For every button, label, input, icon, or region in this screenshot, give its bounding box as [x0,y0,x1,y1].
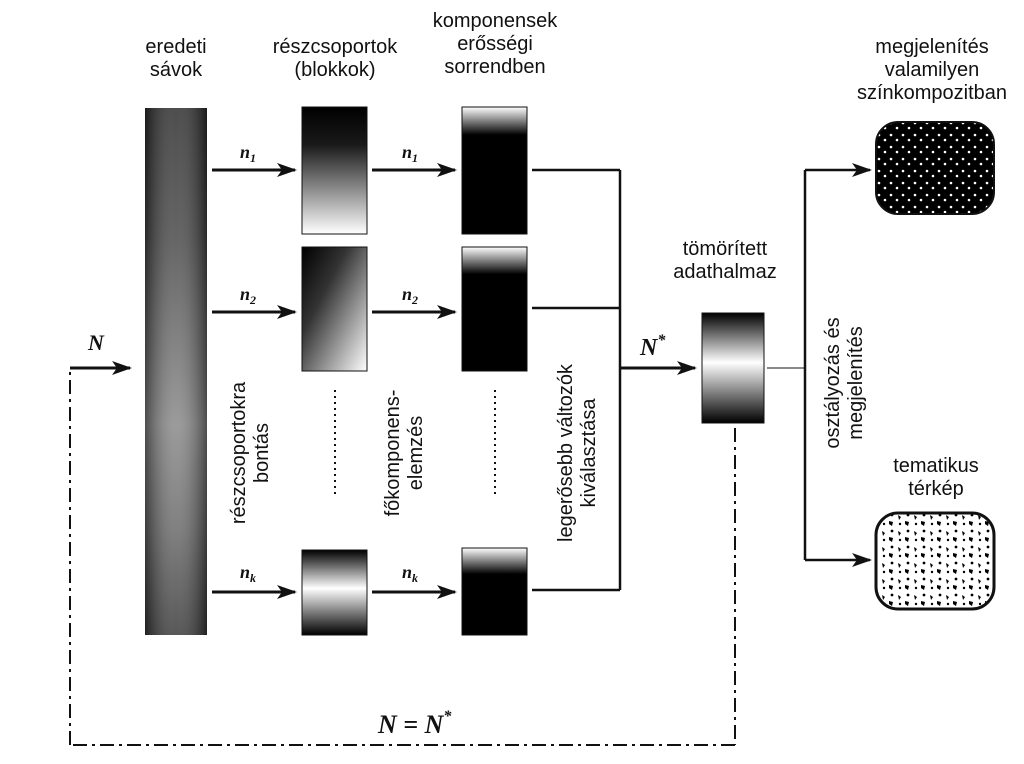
block-1 [301,106,368,235]
original-bands [145,108,207,635]
label-subgroups: részcsoportok (blokkok) [272,36,398,81]
vlabel-split-subgroups: részcsoportokra bontás [228,381,273,525]
component-blocks [461,106,528,636]
subgroup-blocks [301,106,368,636]
label-display-composite: megjelenítés valamilyen színkompozitban [856,36,1008,104]
output-branch [767,163,872,567]
svg-text:n1: n1 [402,142,418,165]
arrow-n-star: N* [620,332,697,375]
collector-lines [532,168,622,592]
thematic-map-image [874,511,996,611]
input-arrow: N [70,330,132,375]
component-1 [461,106,528,235]
component-k [461,547,528,636]
vlabel-select-strongest: legerősebb változók kiválasztása [555,364,600,542]
svg-text:nk: nk [240,562,256,585]
block-2 [301,246,368,372]
block-k [301,549,368,636]
svg-text:n2: n2 [240,284,256,307]
arrow-nk: nk [212,562,297,599]
label-thematic-map: tematikus térkép [893,455,979,500]
input-n-label: N [87,330,105,355]
loop-equation: N = N* [377,708,452,739]
compressed-dataset-block [701,312,765,424]
component-2 [461,246,528,372]
arrow-n2: n2 [212,284,297,319]
label-compressed-dataset: tömörített adathalmaz [673,238,777,283]
svg-text:nk: nk [402,562,418,585]
svg-text:N*: N* [639,332,666,361]
arrow-pca-2: n2 [372,284,457,319]
svg-text:n1: n1 [240,142,256,165]
color-composite-image [875,121,995,215]
vlabel-pca: főkomponens- elemzés [382,389,427,517]
svg-text:n2: n2 [402,284,418,307]
arrow-pca-1: n1 [372,142,457,177]
label-components-ordered: komponensek erősségi sorrendben [432,10,558,78]
vlabel-classify-display: osztályozás és megjelenítés [822,317,867,449]
label-original-bands: eredeti sávok [145,36,207,81]
feedback-loop [69,368,736,746]
arrow-n1: n1 [212,142,297,177]
arrow-pca-k: nk [372,562,457,599]
